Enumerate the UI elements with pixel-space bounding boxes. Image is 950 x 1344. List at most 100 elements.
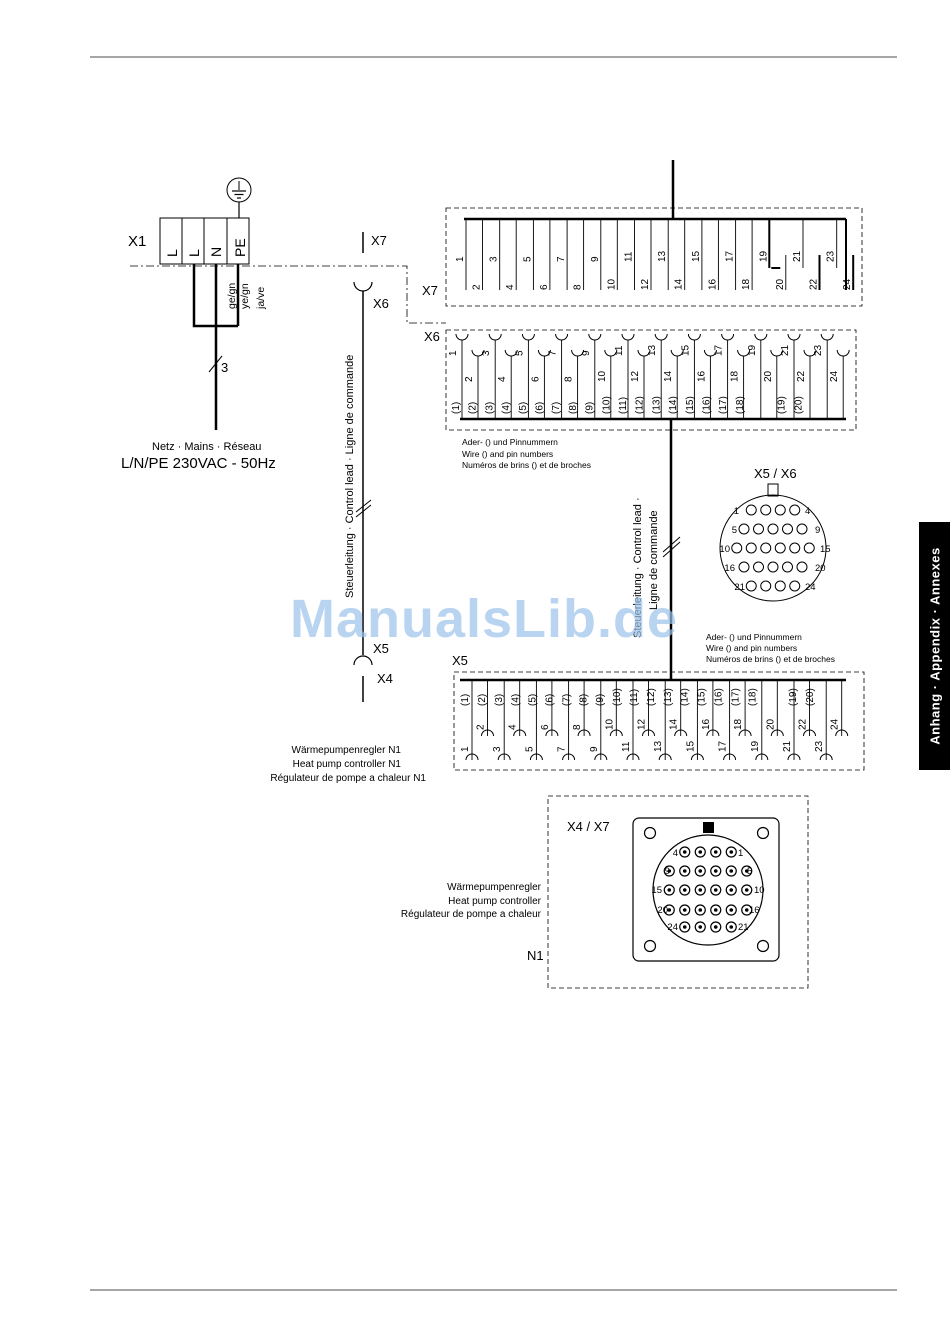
wire-color-en: ye/gn <box>239 283 251 309</box>
x5x6-pin-hole <box>789 542 801 554</box>
x6-wire-num-19: (19) <box>777 396 788 414</box>
ground-icon <box>226 177 252 218</box>
x5x6-pin-hole <box>745 504 757 516</box>
x6-pin-4: 4 <box>497 376 508 382</box>
x6-wire-num-6: (6) <box>535 402 546 414</box>
x4x7-pin-15: 15 <box>651 885 662 896</box>
x5-pin-10: 10 <box>604 718 615 730</box>
x5x6-pin-hole <box>774 580 786 592</box>
x6-socket-15 <box>687 333 701 341</box>
x4x7-pin-hole <box>725 921 737 933</box>
x5-note-fr: Numéros de brins () et de broches <box>706 654 835 664</box>
x5-socket-17 <box>723 753 737 761</box>
x7-pin-1: 1 <box>455 256 466 262</box>
x7-pin-21: 21 <box>792 250 803 262</box>
x5-pin-11: 11 <box>621 741 632 752</box>
x5-pin-13: 13 <box>653 740 664 752</box>
x4x7-pin-10: 10 <box>754 885 765 896</box>
x6-pin-9: 9 <box>581 350 592 356</box>
x4x7-pin-hole <box>710 904 722 916</box>
x4x7-pin-hole <box>679 884 691 896</box>
x5-socket-20 <box>770 729 784 737</box>
x5-pin-23: 23 <box>814 740 825 752</box>
x6-wire-num-5: (5) <box>518 402 529 414</box>
x5-wire-num-13: (13) <box>663 688 674 706</box>
x6-wire-num-2: (2) <box>468 402 479 414</box>
x1-label: X1 <box>128 233 146 250</box>
x6-pin-11: 11 <box>614 345 625 356</box>
x4x7-pin-hole <box>663 884 675 896</box>
x5-socket-14 <box>674 729 688 737</box>
x5x6-pin-10: 10 <box>719 544 730 555</box>
x5-socket-12 <box>642 729 655 737</box>
x5x6-pin-hole <box>738 561 750 573</box>
x4x7-connector-section: X4 / X7 4 1 9 5 15 10 20 16 24 21 Wärmep… <box>401 795 809 989</box>
x5x6-pin-1: 1 <box>734 506 739 517</box>
left-cable-label: Steuerleitung · Control lead · Ligne de … <box>344 355 356 598</box>
x5-wire-num-16: (16) <box>714 688 725 706</box>
x6-socket-17 <box>721 333 735 341</box>
terminal-l2: L <box>186 249 202 257</box>
x7-pin-15: 15 <box>691 250 702 262</box>
x5-pin-3: 3 <box>492 746 503 752</box>
terminal-n: N <box>208 247 224 257</box>
x7-pin-4: 4 <box>505 284 516 290</box>
x5-wire-num-10: (10) <box>612 688 623 706</box>
wire-count: 3 <box>221 360 228 375</box>
x6-pin-21: 21 <box>780 344 791 356</box>
x5-label: X5 <box>452 653 468 668</box>
x5x6-pin-hole <box>789 580 801 592</box>
watermark: ManualsLib.de <box>290 589 679 649</box>
x6-wire-num-4: (4) <box>501 402 512 414</box>
x5-pin-24: 24 <box>830 718 841 730</box>
x6-pin-20: 20 <box>763 370 774 382</box>
x6-wire-num-3: (3) <box>484 402 495 414</box>
left-x7-label: X7 <box>371 233 387 248</box>
x5-wire-num-7: (7) <box>561 694 572 706</box>
mains-label: Netz · Mains · Réseau <box>152 441 261 453</box>
x6-pin-2: 2 <box>464 376 475 382</box>
x5-note-de: Ader- () und Pinnummern <box>706 632 802 642</box>
x6-wire-num-9: (9) <box>585 402 596 414</box>
left-x5-label: X5 <box>373 641 389 656</box>
x5-pin-12: 12 <box>637 718 648 730</box>
x6-pin-22: 22 <box>796 370 807 382</box>
x4x7-pin-hole <box>694 846 706 858</box>
x6-pin-3: 3 <box>481 350 492 356</box>
x7-pin-10: 10 <box>606 278 617 290</box>
x6-pin-24: 24 <box>829 370 840 382</box>
x4x7-pin-hole <box>710 846 722 858</box>
x6-pin-10: 10 <box>597 370 608 382</box>
x5x6-pin-hole <box>760 542 772 554</box>
mains-spec: L/N/PE 230VAC - 50Hz <box>121 455 276 472</box>
center-cable-label-2: Ligne de commande <box>648 510 660 610</box>
x5-socket-3 <box>497 753 511 761</box>
x4x7-pin-hole <box>725 846 737 858</box>
x4x7-pin-1: 1 <box>738 848 743 859</box>
x4x7-pin-9: 9 <box>665 866 670 877</box>
x5-socket-15 <box>690 753 704 761</box>
x5-pin-20: 20 <box>765 718 776 730</box>
side-tab: Anhang · Appendix · Annexes <box>919 522 950 770</box>
x5-socket-8 <box>577 729 591 737</box>
x5x6-title: X5 / X6 <box>754 466 797 481</box>
left-x6-label: X6 <box>373 296 389 311</box>
x6-pin-15: 15 <box>680 344 691 356</box>
x6-socket-3 <box>488 333 502 341</box>
x7-pin-22: 22 <box>809 278 820 290</box>
x7-pin-2: 2 <box>472 284 483 290</box>
x6-pin-17: 17 <box>714 344 725 356</box>
x5x6-pin-hole <box>774 542 786 554</box>
x4x7-flange <box>632 817 780 962</box>
x5x6-pin-hole <box>796 561 808 573</box>
x5x6-pin-hole <box>745 580 757 592</box>
x5-socket-5 <box>529 753 543 761</box>
x7-pin-19: 19 <box>758 250 769 262</box>
x4x7-pin-24: 24 <box>667 922 678 933</box>
x6-pin-23: 23 <box>813 344 824 356</box>
x6-label: X6 <box>424 329 440 344</box>
x5-pin-2: 2 <box>476 724 487 730</box>
center-control-lead: Steuerleitung · Control lead · Ligne de … <box>632 419 681 680</box>
x1-terminal-labels: L L N PE <box>164 238 248 257</box>
